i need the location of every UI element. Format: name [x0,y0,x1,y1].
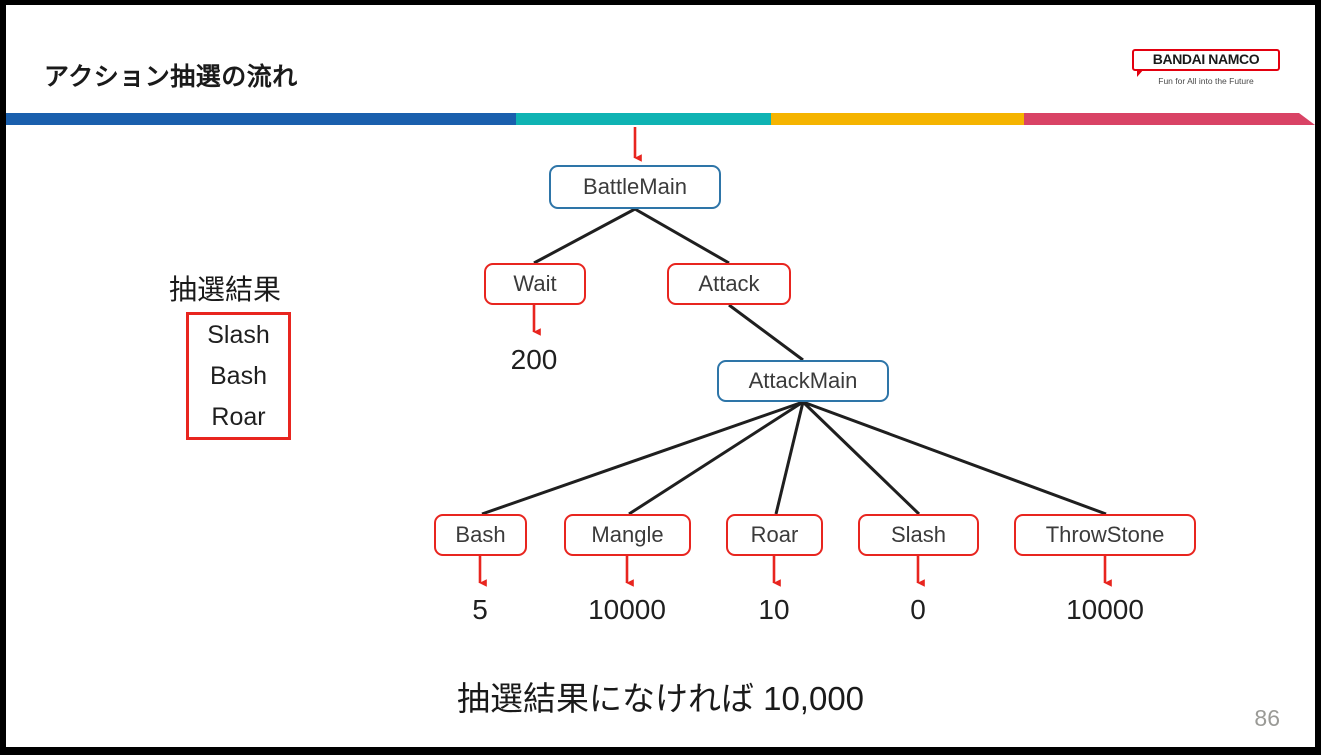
value-slash: 0 [910,594,926,625]
page-number: 86 [1254,705,1280,731]
color-bar-segment-gold [771,113,1024,125]
color-bar-tip [1299,113,1315,125]
list-item: Slash [207,321,270,349]
list-item: Roar [211,403,266,431]
logo-border [1132,49,1280,71]
tree-node-battlemain[interactable]: BattleMain [549,165,721,209]
tree-node-wait[interactable]: Wait [484,263,586,305]
list-item: Bash [210,362,267,390]
bandai-namco-logo: BANDAI NAMCO Fun for All into the Future [1132,49,1284,95]
color-bar-segment-teal [516,113,771,125]
tree-node-mangle[interactable]: Mangle [564,514,691,556]
result-panel-box: Slash Bash Roar [186,312,291,440]
color-bar-segment-blue [6,113,516,125]
tree-node-throwstone[interactable]: ThrowStone [1014,514,1196,556]
tree-node-attackmain[interactable]: AttackMain [717,360,889,402]
tree-node-bash[interactable]: Bash [434,514,527,556]
behavior-tree-diagram: BattleMain Wait Attack AttackMain Bash M… [6,5,1315,747]
slide-caption: 抽選結果になければ 10,000 [456,680,865,717]
tree-node-attack[interactable]: Attack [667,263,791,305]
color-bar-segment-pink [1024,113,1315,125]
value-wait: 200 [510,344,558,375]
value-mangle: 10000 [588,594,666,625]
tree-edges [478,127,1112,587]
logo-tagline: Fun for All into the Future [1158,76,1254,86]
logo-wordmark: BANDAI NAMCO [1152,51,1260,67]
value-throwstone: 10000 [1066,594,1144,625]
tree-node-slash[interactable]: Slash [858,514,979,556]
header-color-bar [6,113,1315,125]
value-roar: 10 [758,594,790,625]
logo-speech-tail-icon [1137,69,1144,77]
result-panel-title: 抽選結果 [169,274,282,305]
tree-node-roar[interactable]: Roar [726,514,823,556]
page-title: アクション抽選の流れ [44,63,298,91]
value-bash: 5 [472,594,488,625]
slide-canvas: アクション抽選の流れ BANDAI NAMCO Fun for All into… [6,5,1315,747]
